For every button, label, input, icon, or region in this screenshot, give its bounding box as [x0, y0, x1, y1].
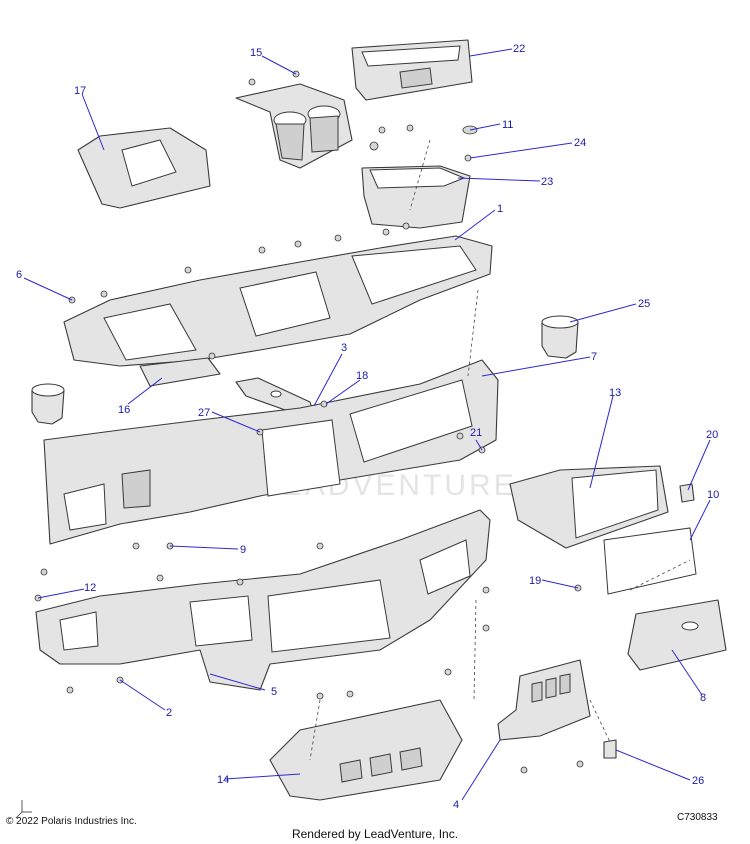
callout-18[interactable]: 18	[356, 370, 368, 382]
part-23-storage-bin[interactable]	[361, 165, 471, 229]
part-5-lower-dash[interactable]	[35, 509, 491, 691]
callout-7[interactable]: 7	[591, 351, 597, 363]
callout-9[interactable]: 9	[240, 544, 246, 556]
callout-10[interactable]: 10	[707, 489, 719, 501]
callout-6[interactable]: 6	[16, 269, 22, 281]
part-22-storage-bin-lid[interactable]	[351, 39, 473, 101]
callout-16[interactable]: 16	[118, 404, 130, 416]
part-26-clip[interactable]	[603, 739, 617, 759]
part-8-glove-box-door[interactable]	[627, 599, 727, 671]
callout-2[interactable]: 2	[166, 707, 172, 719]
callout-22[interactable]: 22	[513, 43, 525, 55]
callout-13[interactable]: 13	[609, 387, 621, 399]
leader-lines	[23, 48, 711, 801]
callout-26[interactable]: 26	[692, 775, 704, 787]
part-4-switch-panel[interactable]	[497, 659, 591, 741]
left-cup-holder[interactable]	[31, 383, 65, 425]
callout-4[interactable]: 4	[453, 799, 459, 811]
drawing-id: C730833	[677, 812, 718, 823]
part-14-lower-panel[interactable]	[269, 699, 463, 801]
callout-27[interactable]: 27	[198, 407, 210, 419]
callout-3[interactable]: 3	[341, 342, 347, 354]
part-13-glove-box-bin[interactable]	[509, 465, 669, 549]
axis-triad-icon	[15, 800, 32, 819]
part-17-gauge-bezel[interactable]	[77, 127, 211, 209]
callout-12[interactable]: 12	[84, 582, 96, 594]
callout-11[interactable]: 11	[502, 119, 513, 131]
callout-14[interactable]: 14	[217, 774, 229, 786]
copyright-notice: © 2022 Polaris Industries Inc.	[6, 816, 137, 827]
callout-15[interactable]: 15	[250, 47, 262, 59]
part-7-dash-frame[interactable]	[43, 359, 499, 545]
callout-25[interactable]: 25	[638, 298, 650, 310]
part-25-cup-holder[interactable]	[541, 315, 579, 359]
callout-8[interactable]: 8	[700, 692, 706, 704]
callout-1[interactable]: 1	[497, 203, 503, 215]
callout-5[interactable]: 5	[271, 686, 277, 698]
callout-24[interactable]: 24	[574, 137, 586, 149]
callout-23[interactable]: 23	[541, 176, 553, 188]
part-15-cupholder-tray[interactable]	[235, 83, 353, 169]
callout-17[interactable]: 17	[74, 85, 86, 97]
rendered-by-credit: Rendered by LeadVenture, Inc.	[291, 827, 459, 841]
part-10-seal[interactable]	[603, 527, 697, 595]
callout-19[interactable]: 19	[529, 575, 541, 587]
callout-21[interactable]: 21	[470, 427, 482, 439]
part-20-latch[interactable]	[679, 483, 695, 503]
part-1-upper-dash[interactable]	[63, 235, 493, 367]
callout-20[interactable]: 20	[706, 429, 718, 441]
